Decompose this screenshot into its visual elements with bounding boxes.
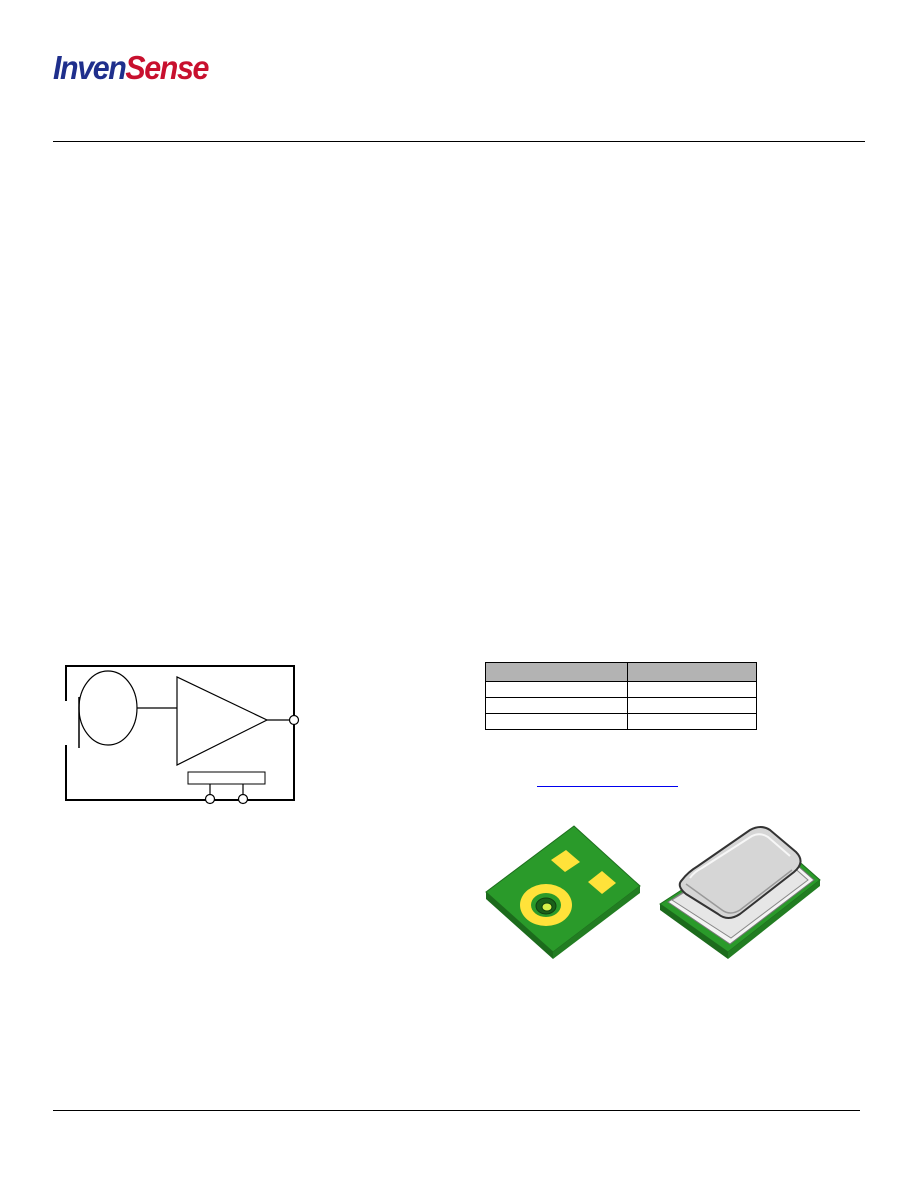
vdd-pin bbox=[204, 793, 216, 805]
power-block bbox=[187, 771, 266, 785]
package-bottom-view bbox=[485, 825, 641, 959]
table-cell bbox=[627, 681, 757, 698]
invensense-logo: InvenSense bbox=[53, 48, 209, 88]
pad-1 bbox=[551, 850, 580, 872]
website-link[interactable] bbox=[537, 786, 678, 787]
table-row bbox=[485, 681, 757, 698]
logo-text-sense: Sense bbox=[125, 49, 209, 86]
metal-lid bbox=[678, 826, 802, 919]
table-row bbox=[485, 713, 757, 730]
package-top-view bbox=[659, 826, 821, 959]
amplifier-triangle bbox=[176, 676, 269, 766]
logo-text-inven: Inven bbox=[53, 49, 127, 86]
gnd-pin bbox=[237, 793, 249, 805]
table-header-cell bbox=[627, 662, 757, 682]
header-divider bbox=[53, 141, 865, 142]
package-images bbox=[485, 825, 821, 959]
table-cell bbox=[485, 713, 628, 730]
footer-divider bbox=[53, 1110, 860, 1111]
table-cell bbox=[627, 697, 757, 714]
diagram-outer-box bbox=[65, 665, 295, 801]
table-header-row bbox=[485, 662, 757, 682]
functional-block-diagram bbox=[64, 665, 300, 805]
pad-2 bbox=[588, 871, 616, 894]
mems-element bbox=[78, 670, 138, 746]
table-header-cell bbox=[485, 662, 628, 682]
table-cell bbox=[485, 681, 628, 698]
table-cell bbox=[627, 713, 757, 730]
ordering-table bbox=[485, 662, 757, 730]
table-row bbox=[485, 697, 757, 714]
sound-port-hole bbox=[541, 902, 553, 912]
output-pin bbox=[288, 714, 300, 726]
table-cell bbox=[485, 697, 628, 714]
